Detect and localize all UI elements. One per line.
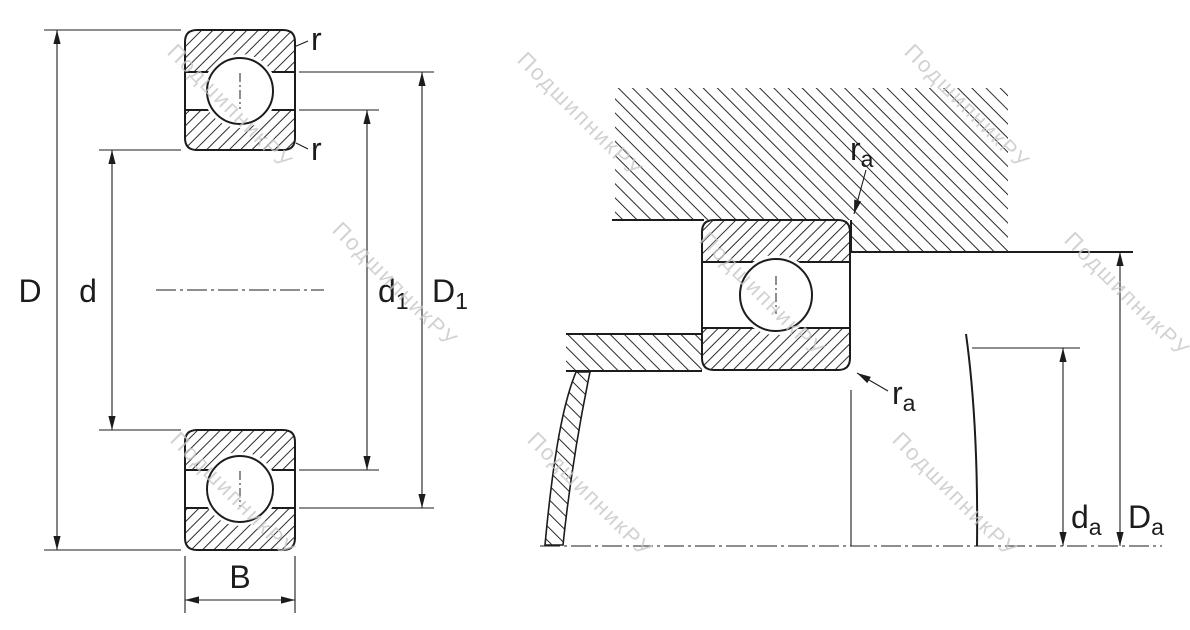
bearing-front-section: [156, 29, 324, 551]
dimension-Da: Da: [1116, 252, 1164, 546]
shaft-right-contour: [965, 333, 979, 547]
outer-ring-bottom: [184, 507, 296, 551]
front-view: D d d1 D1 B r: [18, 21, 468, 613]
dim-label-da: da: [1071, 499, 1102, 540]
dim-label-ra-top: ra: [850, 131, 874, 172]
shaft-section: [544, 333, 979, 547]
dim-label-ra-bottom: ra: [892, 375, 916, 416]
inner-ring-mounted: [701, 327, 851, 371]
bearing-mounted-section: [701, 219, 851, 371]
watermark: ПодшипникРУ: [1060, 227, 1190, 362]
dim-label-d1: d1: [378, 273, 409, 314]
dimension-da: da: [972, 347, 1102, 546]
watermark: ПодшипникРУ: [523, 427, 658, 562]
dim-label-B: B: [229, 559, 250, 595]
fillet-ra-shaft: ra: [856, 372, 916, 416]
fillet-ra-housing: ra: [850, 131, 874, 215]
dim-label-r-inner: r: [311, 131, 322, 167]
dim-label-Da: Da: [1128, 499, 1164, 540]
dimension-D1: D1: [299, 71, 468, 509]
dim-label-D: D: [18, 273, 41, 309]
inner-ring-top: [184, 109, 296, 151]
outer-ring-top: [184, 29, 296, 73]
dim-label-d: d: [79, 273, 97, 309]
corner-radius-r-inner: r: [295, 131, 322, 167]
shaft-shoulder-fillet: [544, 371, 591, 546]
mounted-view: ra ra da Da: [540, 88, 1164, 547]
dimension-D: D: [18, 29, 181, 551]
inner-ring-bottom: [184, 429, 296, 471]
dimension-d: d: [79, 149, 181, 431]
dim-label-D1: D1: [432, 273, 468, 314]
housing-section: [612, 88, 1133, 253]
dim-label-r-outer: r: [311, 21, 322, 57]
outer-ring-mounted: [701, 219, 851, 263]
watermark: ПодшипникРУ: [888, 427, 1023, 562]
corner-radius-r-outer: r: [293, 21, 322, 57]
dimension-d1: d1: [299, 109, 409, 471]
dimension-B: B: [184, 556, 296, 613]
